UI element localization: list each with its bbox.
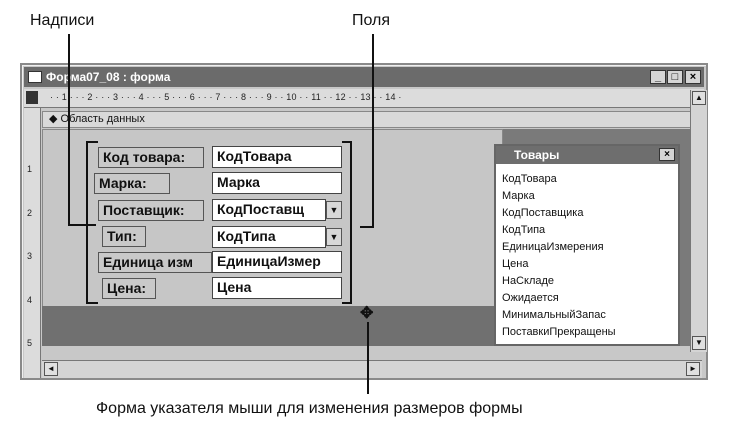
label-product-code[interactable]: Код товара: (98, 147, 204, 168)
minimize-button[interactable]: _ (650, 70, 666, 84)
horizontal-ruler: · · 1 · · · 2 · · · 3 · · · 4 · · · 5 · … (24, 89, 704, 108)
labels-callout-tick (68, 224, 96, 226)
section-label: Область данных (60, 113, 145, 125)
label-brand[interactable]: Марка: (94, 173, 170, 194)
labels-callout-line (68, 34, 70, 226)
label-unit[interactable]: Единица изм (98, 252, 212, 273)
supplier-dropdown-icon[interactable]: ▼ (326, 201, 342, 219)
field-list-item[interactable]: ЕдиницаИзмерения (502, 241, 604, 253)
field-brand[interactable]: Марка (212, 172, 342, 194)
field-list-item[interactable]: КодТовара (502, 173, 557, 185)
fields-callout-line (372, 34, 374, 228)
field-list-titlebar[interactable]: Товары × (496, 146, 678, 164)
labels-bracket (86, 141, 88, 304)
maximize-button[interactable]: □ (667, 70, 683, 84)
scroll-left-button[interactable]: ◄ (44, 362, 58, 376)
field-price[interactable]: Цена (212, 277, 342, 299)
callout-fields: Поля (352, 12, 391, 29)
window-title: Форма07_08 : форма (46, 70, 171, 84)
labels-bracket-bottom (86, 302, 98, 304)
field-list-item[interactable]: ПоставкиПрекращены (502, 326, 616, 338)
vertical-scrollbar[interactable]: ▲ ▼ (690, 90, 707, 352)
label-supplier[interactable]: Поставщик: (98, 200, 204, 221)
vruler-tick: 4 (27, 295, 33, 305)
field-list-item[interactable]: МинимальныйЗапас (502, 309, 606, 321)
field-list-window[interactable]: Товары × КодТовара Марка КодПоставщика К… (494, 144, 680, 346)
callout-labels: Надписи (30, 12, 95, 29)
field-unit[interactable]: ЕдиницаИзмер (212, 251, 342, 273)
field-supplier[interactable]: КодПоставщ (212, 199, 326, 221)
scroll-down-button[interactable]: ▼ (692, 336, 706, 350)
field-product-code[interactable]: КодТовара (212, 146, 342, 168)
form-icon (28, 71, 42, 83)
detail-section-header[interactable]: ◆ Область данных (42, 111, 692, 128)
ruler-numbers: · · 1 · · · 2 · · · 3 · · · 4 · · · 5 · … (50, 92, 402, 102)
vruler-tick: 3 (27, 251, 33, 261)
field-list-item[interactable]: КодТипа (502, 224, 546, 236)
callout-cursor: Форма указателя мыши для изменения разме… (96, 400, 523, 417)
field-list-item[interactable]: НаСкладе (502, 275, 555, 287)
vruler-tick: 5 (27, 338, 33, 348)
vruler-tick: 1 (27, 164, 33, 174)
field-list-item[interactable]: Ожидается (502, 292, 559, 304)
ruler-corner[interactable] (26, 91, 38, 104)
fields-bracket-top (342, 141, 352, 143)
horizontal-scrollbar[interactable]: ◄ ► (42, 360, 702, 378)
form-background-bottom (42, 306, 501, 346)
field-list-item[interactable]: Марка (502, 190, 535, 202)
label-price[interactable]: Цена: (102, 278, 156, 299)
type-dropdown-icon[interactable]: ▼ (326, 228, 342, 246)
fields-bracket (350, 141, 352, 304)
scroll-up-button[interactable]: ▲ (692, 91, 706, 105)
vertical-ruler: 1 2 3 4 5 (24, 108, 41, 378)
fields-callout-tick (360, 226, 374, 228)
fields-bracket-bottom (342, 302, 352, 304)
field-list-item[interactable]: Цена (502, 258, 529, 270)
field-list-title: Товары (514, 148, 560, 162)
field-list-close-button[interactable]: × (659, 148, 675, 161)
labels-bracket-top (86, 141, 98, 143)
field-type[interactable]: КодТипа (212, 226, 326, 248)
close-button[interactable]: × (685, 70, 701, 84)
window-titlebar[interactable]: Форма07_08 : форма _ □ × (24, 67, 704, 87)
label-type[interactable]: Тип: (102, 226, 146, 247)
resize-cursor-icon: ✥ (360, 305, 374, 322)
scroll-right-button[interactable]: ► (686, 362, 700, 376)
cursor-callout-line (367, 322, 369, 394)
field-list-item[interactable]: КодПоставщика (502, 207, 584, 219)
vruler-tick: 2 (27, 208, 33, 218)
section-arrow-icon: ◆ (49, 113, 61, 125)
